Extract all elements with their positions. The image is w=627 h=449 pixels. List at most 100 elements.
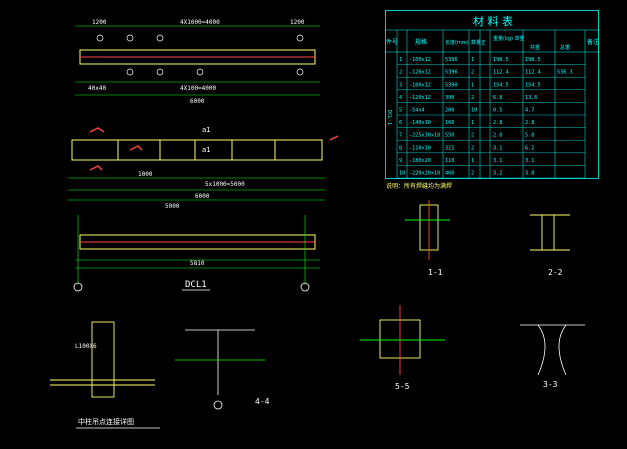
- hdr-weight: 重量(kg) 单重: [493, 35, 525, 42]
- table-cell: 13.6: [525, 95, 538, 101]
- table-cell: 7: [399, 133, 402, 139]
- axis-marker-right: [300, 282, 310, 292]
- table-cell: 110: [445, 158, 454, 164]
- mid-dim-left: 40x40: [88, 85, 106, 92]
- table-cell: 112.4: [493, 70, 509, 76]
- table-cell: -140x10: [409, 120, 431, 126]
- table-cell: 3.1: [493, 145, 502, 151]
- mid-dim-center: 4X100=4000: [180, 85, 217, 92]
- table-cell: 390: [445, 95, 454, 101]
- bottom-overall-dim: 5000: [165, 203, 180, 210]
- detail-label-4-4: 4-4: [255, 397, 270, 406]
- table-cell: 4.7: [525, 108, 534, 114]
- table-cell: 1: [471, 120, 474, 126]
- table-cell: 4: [399, 95, 402, 101]
- overall-dim-top: 6000: [190, 98, 205, 105]
- beam-top-view: [79, 49, 316, 65]
- hdr-spec: 规格: [415, 38, 427, 46]
- table-cell: -100x12: [409, 82, 431, 88]
- table-cell: 6.8: [493, 95, 502, 101]
- table-cell: 5.8: [525, 133, 534, 139]
- table-cell: 3.2: [493, 171, 502, 177]
- hdr-total-weight: 共重: [530, 44, 540, 51]
- table-cell: 200: [445, 108, 454, 114]
- table-cell: -54x4: [409, 108, 425, 114]
- table-cell: -180x20: [409, 158, 431, 164]
- table-cell: 3.1: [493, 158, 502, 164]
- table-cell: 460: [445, 171, 454, 177]
- beam-elevation: [71, 139, 323, 161]
- column-connection-detail: [50, 321, 155, 398]
- hdr-length: 长度(mm): [445, 39, 469, 46]
- detail-4-4: [175, 329, 265, 410]
- detail-1-1: [405, 200, 450, 260]
- detail-label-2-2: 2-2: [548, 268, 563, 277]
- elev-label-a1b: a1: [202, 146, 210, 154]
- table-cell: 2.8: [525, 120, 534, 126]
- table-side-label: DCL-1: [386, 110, 392, 125]
- table-cell: 2: [471, 95, 474, 101]
- table-cell: -100x12: [409, 57, 431, 63]
- table-cell: 2: [471, 171, 474, 177]
- table-cell: 5390: [445, 82, 458, 88]
- table-cell: 1: [399, 57, 402, 63]
- table-cell: 8: [399, 145, 402, 151]
- detail-3-3: [520, 324, 585, 376]
- table-cell: 2: [471, 145, 474, 151]
- table-cell: 154.5: [525, 82, 541, 88]
- beam-elevation-dims: [68, 177, 325, 201]
- top-dim-mid: 4X1000=4000: [180, 19, 220, 26]
- detail-5-5: [360, 305, 445, 375]
- table-cell: 550: [445, 133, 454, 139]
- table-cell: -120x12: [409, 70, 431, 76]
- detail-2-2: [530, 214, 570, 251]
- table-cell: -220x20x10: [409, 171, 440, 177]
- beam-bottom-view: [79, 234, 316, 250]
- table-cell: 2: [399, 70, 402, 76]
- beam-top-dims: [75, 25, 320, 96]
- table-cell: 154.5: [493, 82, 509, 88]
- callout-circles-top: [96, 34, 304, 76]
- top-dim-left: 1200: [92, 19, 107, 26]
- table-cell: 1: [471, 158, 474, 164]
- table-cell: 198.5: [525, 57, 541, 63]
- table-cell: 1: [471, 57, 474, 63]
- table-cell: 3.1: [525, 158, 534, 164]
- table-cell: 10: [399, 171, 405, 177]
- table-cell: 1: [471, 82, 474, 88]
- material-table: 材 料 表 件号 规格 长度(mm) 数量正 重量(kg) 单重 共重 总重 备…: [385, 10, 599, 179]
- table-cell: 6.2: [525, 145, 534, 151]
- table-cell: 5: [399, 108, 402, 114]
- table-cell: 5396: [445, 70, 458, 76]
- table-note: 说明：所有焊缝均为满焊: [386, 183, 453, 190]
- hdr-part-no: 件号: [386, 38, 398, 46]
- hdr-sum: 总重: [560, 44, 570, 51]
- elev-label-a1: a1: [202, 126, 210, 134]
- angle-spec-text: L100X6: [75, 343, 97, 350]
- hdr-qty: 数量正: [471, 39, 486, 46]
- table-cell: 2: [471, 70, 474, 76]
- table-cell: 2: [471, 133, 474, 139]
- table-title: 材 料 表: [473, 14, 513, 28]
- detail-label-5-5: 5-5: [395, 382, 410, 391]
- detail-label-3-3: 3-3: [543, 380, 558, 389]
- beam-bottom-dims: [75, 215, 320, 285]
- table-cell: 3.8: [525, 171, 534, 177]
- left-detail-title: 中柱吊点连接详图: [78, 417, 134, 426]
- table-cell: 5396: [445, 57, 458, 63]
- table-cell: 0.5: [493, 108, 502, 114]
- lower-span-dim: 5810: [190, 260, 205, 267]
- table-cell: 2.8: [493, 120, 502, 126]
- axis-marker-left: [73, 282, 83, 292]
- span-dim-a: 1000: [138, 171, 153, 178]
- table-cell: 3: [399, 82, 402, 88]
- table-cell: 315: [445, 145, 454, 151]
- table-cell: 2.8: [493, 133, 502, 139]
- weld-marks-red: [89, 127, 339, 171]
- top-dim-right: 1200: [290, 19, 305, 26]
- table-cell: 198.5: [493, 57, 509, 63]
- span-dim-main: 5x1000=5000: [205, 181, 245, 188]
- table-cell: -120x12: [409, 95, 431, 101]
- table-cell: 160: [445, 120, 454, 126]
